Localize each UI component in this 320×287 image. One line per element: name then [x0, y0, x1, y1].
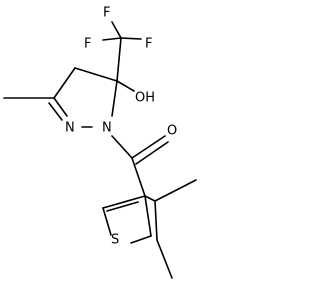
atom-fluorine-1: F	[103, 6, 110, 21]
bond-carbonyl-o-a	[131, 135, 166, 159]
chemical-structure: F F F OH N N O S	[3, 6, 197, 279]
bond-c5-oh	[116, 80, 135, 92]
atom-hydroxyl: OH	[135, 91, 155, 106]
atom-thiophene-sulfur: S	[111, 233, 119, 248]
atom-carbonyl-oxygen: O	[167, 124, 177, 139]
bond-c5t-c4t	[144, 195, 152, 237]
bond-c3t-c2t-inner	[106, 201, 139, 212]
bond-s-c5t	[130, 235, 152, 244]
bond-carbonyl-thiophene	[131, 157, 146, 197]
bond-c3-n2-b	[48, 102, 63, 121]
bond-c3t-c2t	[102, 195, 146, 209]
atom-nitrogen-amide: N	[102, 121, 112, 136]
bond-c-f3	[120, 37, 142, 40]
bond-c4-c3	[53, 67, 76, 99]
bond-c2t-s	[102, 207, 112, 236]
bond-n1-carbonyl	[111, 135, 133, 159]
bond-c-f2	[102, 37, 122, 41]
bond-c4t-methyl	[154, 179, 197, 202]
atom-fluorine-3: F	[145, 37, 152, 52]
bond-n1-c5	[111, 80, 118, 117]
bond-cf3-c5	[116, 37, 122, 82]
atom-nitrogen-imine: N	[65, 121, 75, 136]
bond-c5t-c4t-inner	[154, 200, 158, 241]
bond-c-f1	[111, 21, 122, 39]
bond-c5-c4	[74, 67, 118, 82]
atom-fluorine-2: F	[84, 37, 91, 52]
bond-c3-n2-a	[53, 97, 68, 117]
bond-c4t-c3t-outer	[144, 195, 156, 202]
bond-carbonyl-o-b	[135, 141, 169, 165]
bond-c5t-methyl	[156, 239, 173, 279]
